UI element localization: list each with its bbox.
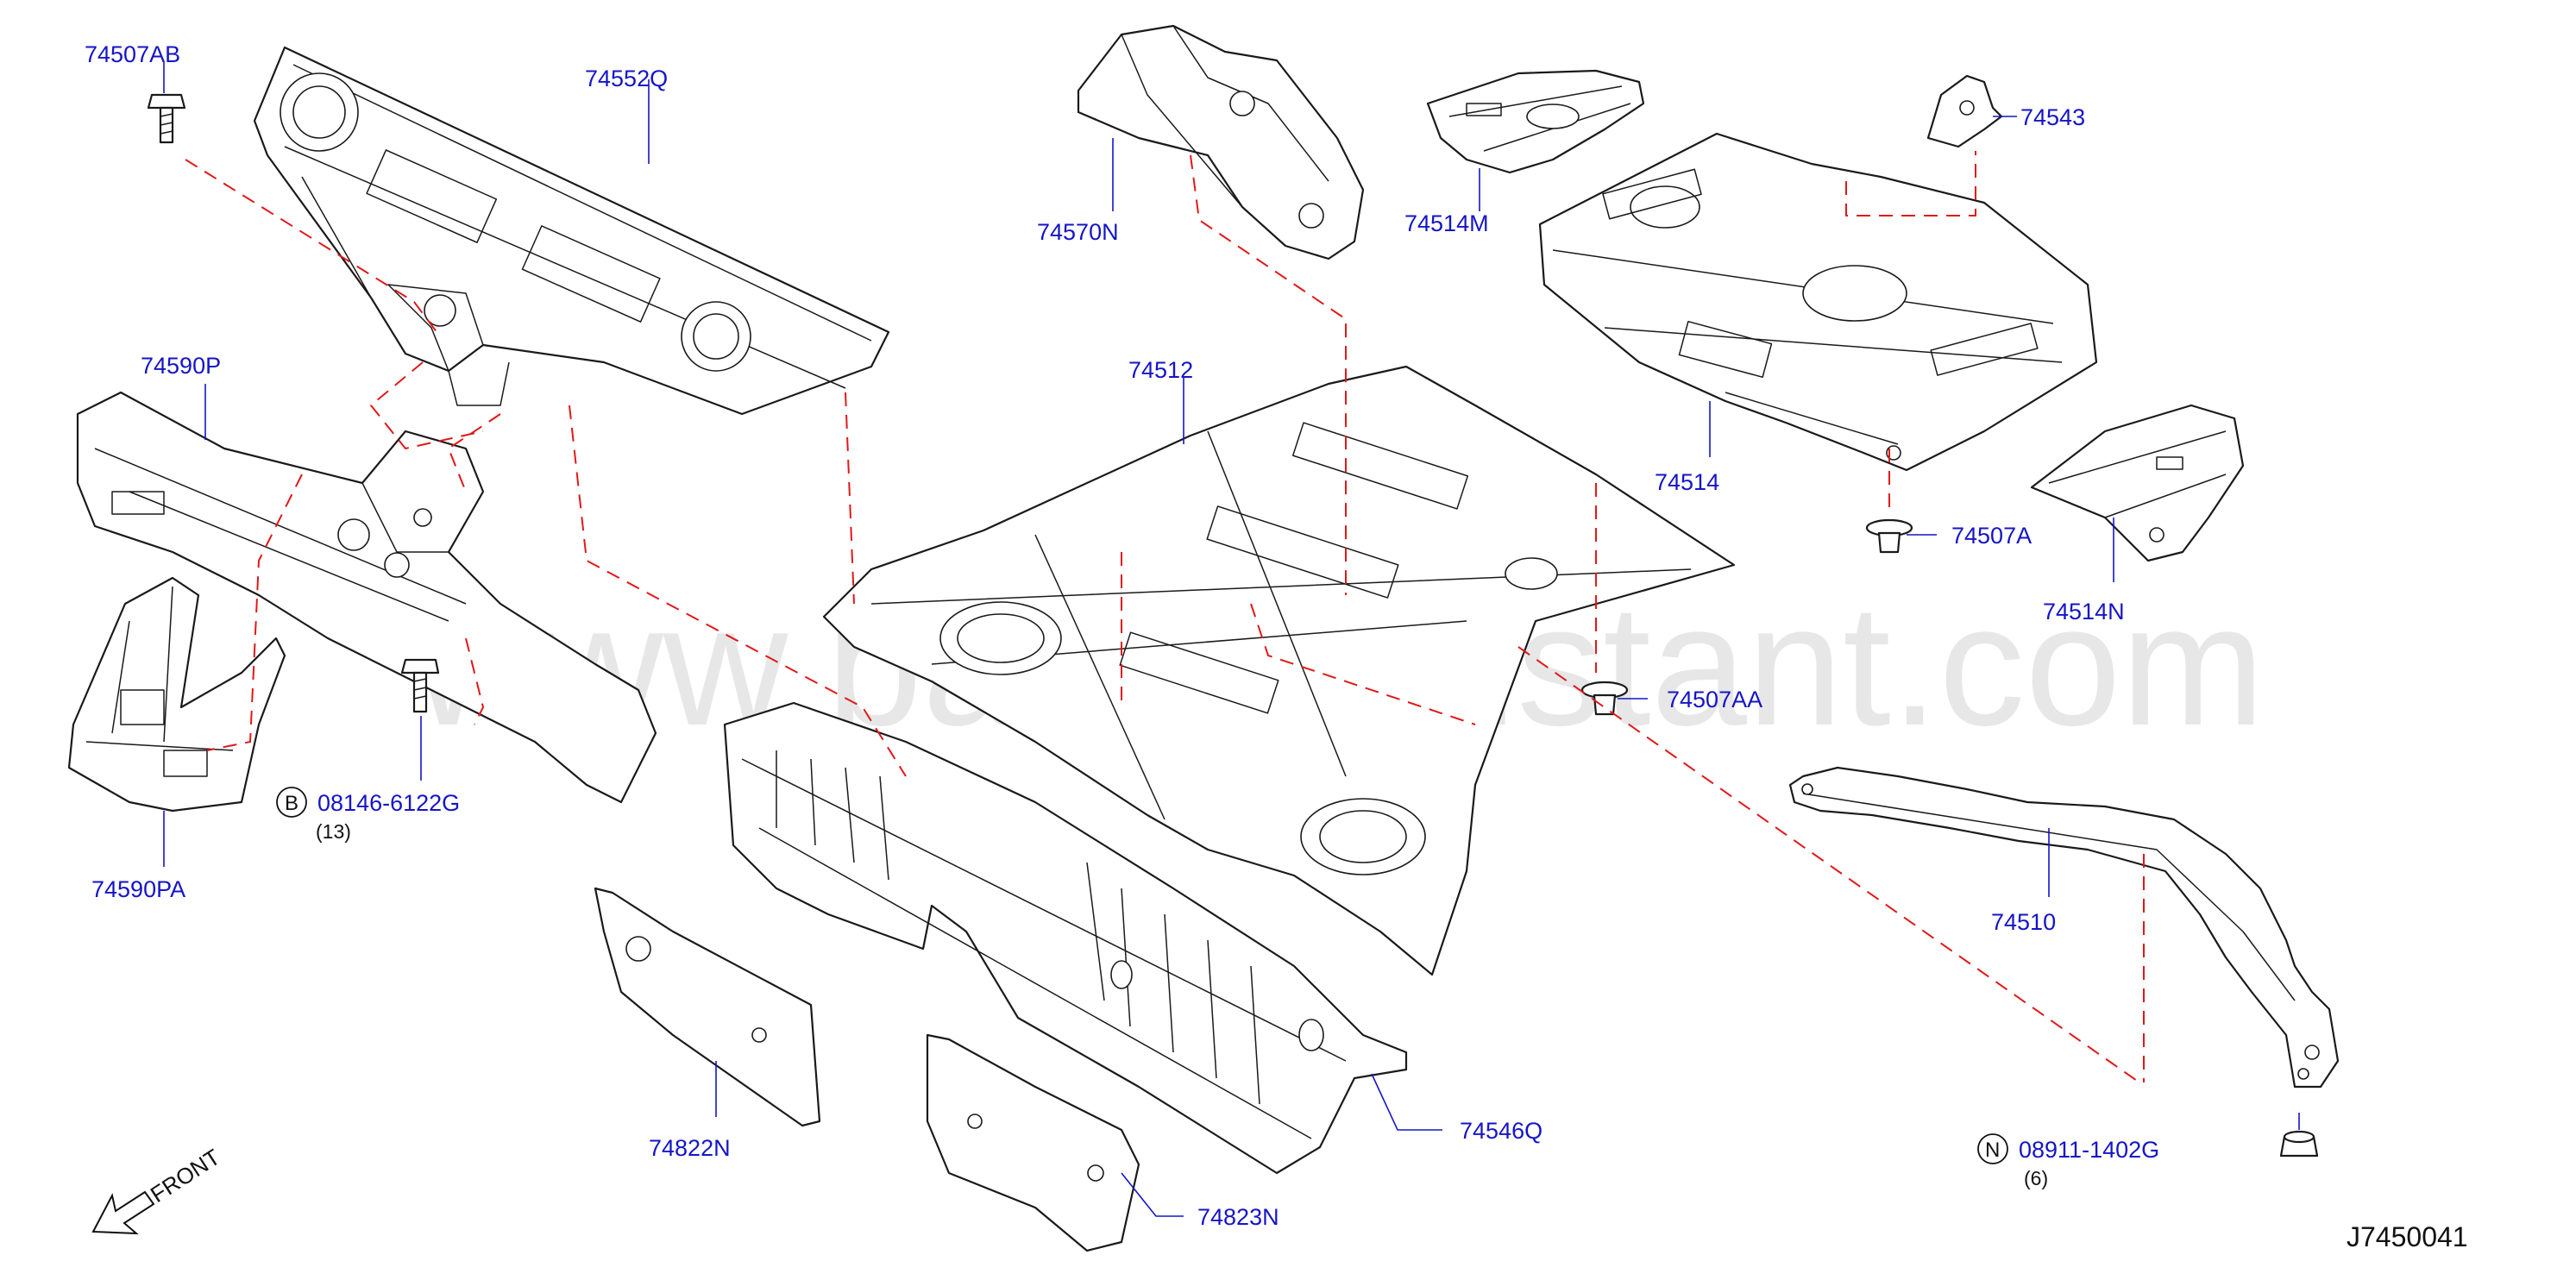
label-74514M[interactable]: 74514M	[1404, 210, 1489, 236]
leader-lines	[163, 62, 2300, 1217]
label-74543[interactable]: 74543	[2020, 104, 2085, 130]
label-74510[interactable]: 74510	[1991, 909, 2056, 935]
part-74512-floor[interactable]	[822, 365, 1736, 976]
qty-08146-6122G: (13)	[316, 820, 351, 843]
part-74552Q-rear-panel[interactable]	[253, 46, 890, 416]
nut-symbol: N	[1985, 1139, 2000, 1162]
label-74507A[interactable]: 74507A	[1951, 523, 2032, 549]
bolt-74507AB[interactable]	[147, 93, 186, 144]
alignment-lines	[185, 151, 2145, 1083]
label-74552Q[interactable]: 74552Q	[585, 66, 668, 91]
nut-08911-1402G[interactable]	[2279, 1130, 2319, 1158]
label-74512[interactable]: 74512	[1128, 357, 1193, 383]
front-direction-indicator: FRONT	[91, 1144, 225, 1235]
part-74570N-bracket[interactable]	[1077, 24, 1365, 260]
bolt-08146-6122G[interactable]	[400, 658, 440, 713]
part-74510-side-rail[interactable]	[1788, 766, 2340, 1089]
label-74822N[interactable]: 74822N	[649, 1135, 731, 1161]
part-74514M-bracket[interactable]	[1426, 69, 1645, 174]
part-74514N-bracket[interactable]	[2030, 404, 2245, 562]
fastener-callout-nut[interactable]: N 08911-1402G (6)	[1977, 1133, 2159, 1189]
qty-08911-1402G: (6)	[2024, 1167, 2048, 1189]
label-74570N[interactable]: 74570N	[1037, 219, 1119, 245]
label-74590P[interactable]: 74590P	[141, 353, 221, 379]
label-74590PA[interactable]: 74590PA	[91, 876, 185, 902]
fastener-callout-bolt[interactable]: B 08146-6122G (13)	[276, 787, 460, 843]
part-74546Q-panel[interactable]	[723, 701, 1408, 1175]
label-74507AA[interactable]: 74507AA	[1667, 687, 1762, 712]
clip-74507A[interactable]	[1865, 518, 1913, 554]
front-arrow-icon	[91, 1190, 155, 1235]
label-74514[interactable]: 74514	[1655, 469, 1719, 495]
drawing-number: J7450041	[2347, 1221, 2468, 1252]
part-74823N-bracket[interactable]	[926, 1033, 1140, 1252]
label-74823N[interactable]: 74823N	[1197, 1204, 1279, 1230]
part-74590PA-bracket[interactable]	[67, 576, 286, 813]
bolt-symbol-circle	[276, 787, 307, 818]
bolt-symbol: B	[285, 792, 298, 815]
part-74590P-crossmember[interactable]	[76, 391, 657, 804]
label-08911-1402G[interactable]: 08911-1402G	[2019, 1137, 2159, 1163]
part-74514-rear-floor[interactable]	[1538, 132, 2098, 472]
nut-symbol-circle	[1977, 1133, 2008, 1164]
front-label: FRONT	[146, 1144, 225, 1208]
label-74546Q[interactable]: 74546Q	[1460, 1118, 1542, 1144]
part-74822N-bracket[interactable]	[594, 887, 821, 1127]
part-labels: 74507AB 74552Q 74570N 74514M 74543 74590…	[85, 41, 2125, 1230]
part-74543-bracket[interactable]	[1926, 74, 2003, 148]
label-74507AB[interactable]: 74507AB	[85, 41, 180, 67]
label-74514N[interactable]: 74514N	[2043, 599, 2125, 624]
label-08146-6122G[interactable]: 08146-6122G	[317, 790, 460, 816]
